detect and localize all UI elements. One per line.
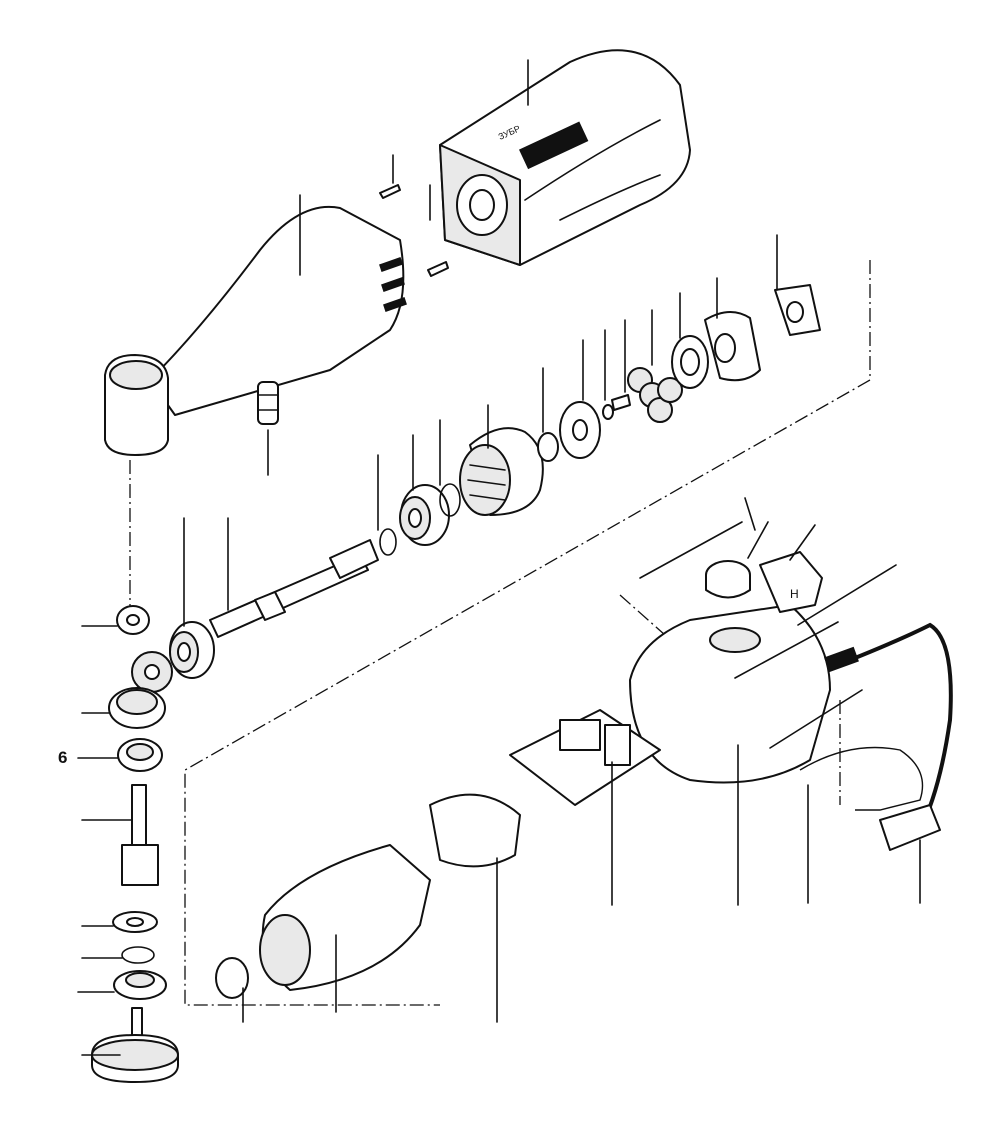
gear-carrier <box>704 277 761 382</box>
armature-shaft <box>209 517 379 638</box>
spindle <box>81 784 159 886</box>
flange <box>559 339 601 459</box>
circuit-board <box>509 709 661 906</box>
motor-sleeve <box>215 957 249 1023</box>
housing-screws <box>379 154 449 277</box>
gear-ring <box>671 292 709 389</box>
switch-label: H <box>790 587 799 601</box>
retaining-rings <box>377 419 461 556</box>
callout-number-6: 6 <box>58 748 68 767</box>
power-cord <box>824 622 953 904</box>
fan <box>774 234 821 336</box>
flange-nut <box>77 970 167 1000</box>
bearing-cage <box>459 404 544 516</box>
screw-small <box>602 329 614 420</box>
brush-holder <box>429 793 521 1023</box>
wire-loop <box>799 746 924 904</box>
planet-gears <box>627 309 683 423</box>
front-bearing <box>169 517 215 679</box>
bolt-small <box>611 319 631 411</box>
switch: H <box>759 524 823 613</box>
pinion-gear <box>131 651 173 693</box>
motor-housing-lower <box>629 604 831 906</box>
brush-cap <box>705 521 769 599</box>
washer-mid <box>81 911 158 933</box>
backing-pad <box>81 1007 179 1083</box>
rear-bearing <box>399 434 450 546</box>
circlip <box>81 946 155 964</box>
bearing-6 <box>77 738 163 772</box>
long-screws <box>639 497 897 749</box>
ring <box>537 367 559 462</box>
washer-top <box>81 605 150 635</box>
motor-stator <box>259 844 431 1013</box>
bevel-gear <box>81 687 166 729</box>
gear-head-housing <box>104 194 407 456</box>
spindle-lock-button <box>257 381 279 476</box>
rear-housing: ЗУБР <box>439 49 691 266</box>
